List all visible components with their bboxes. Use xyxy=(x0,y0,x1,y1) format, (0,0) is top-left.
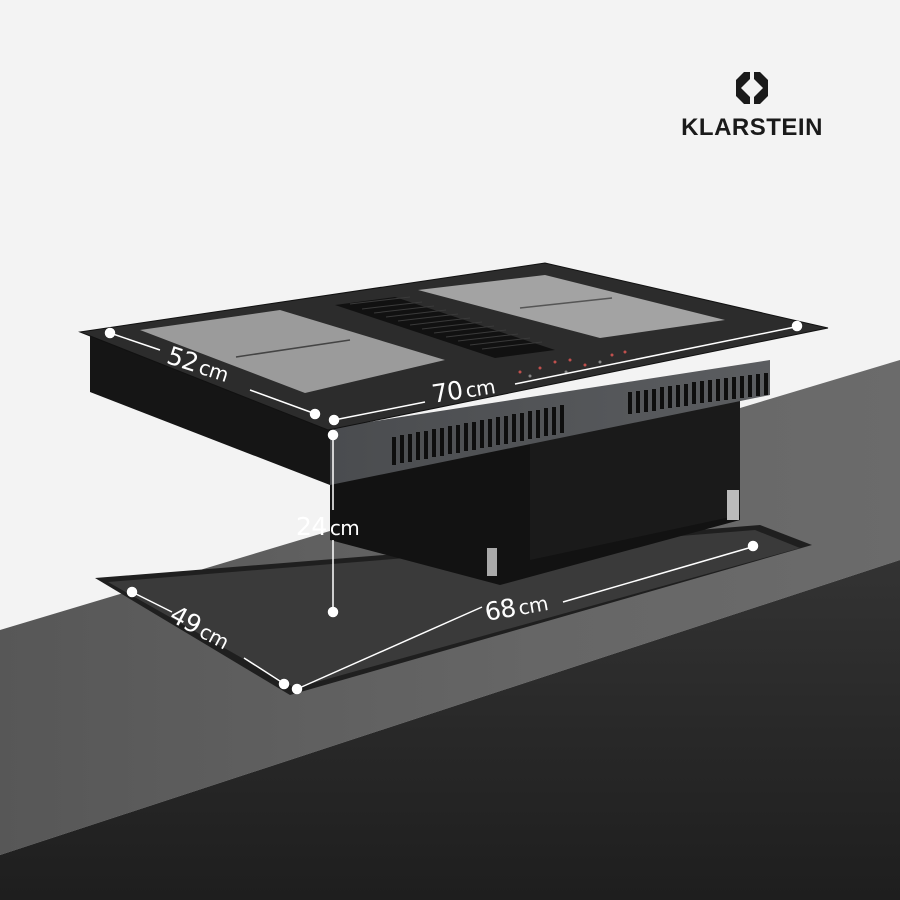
octagon-diamond-logo-icon xyxy=(736,70,768,106)
cooking-zone-right xyxy=(418,275,725,338)
hob-side-left xyxy=(90,335,330,485)
mounting-clamp-right xyxy=(727,490,739,520)
extractor-vent-grille xyxy=(335,297,555,358)
cooking-zone-left xyxy=(140,310,445,393)
brand-name: KLARSTEIN xyxy=(681,114,823,141)
dimension-point xyxy=(309,408,321,420)
dimension-annotations xyxy=(104,320,803,695)
dimension-point xyxy=(104,327,116,339)
touch-control-panel xyxy=(518,350,627,374)
mounting-clamp-left xyxy=(487,548,497,576)
brand-logo: KLARSTEIN xyxy=(672,70,832,142)
ventilation-slots xyxy=(392,373,768,465)
countertop-front xyxy=(0,560,900,900)
